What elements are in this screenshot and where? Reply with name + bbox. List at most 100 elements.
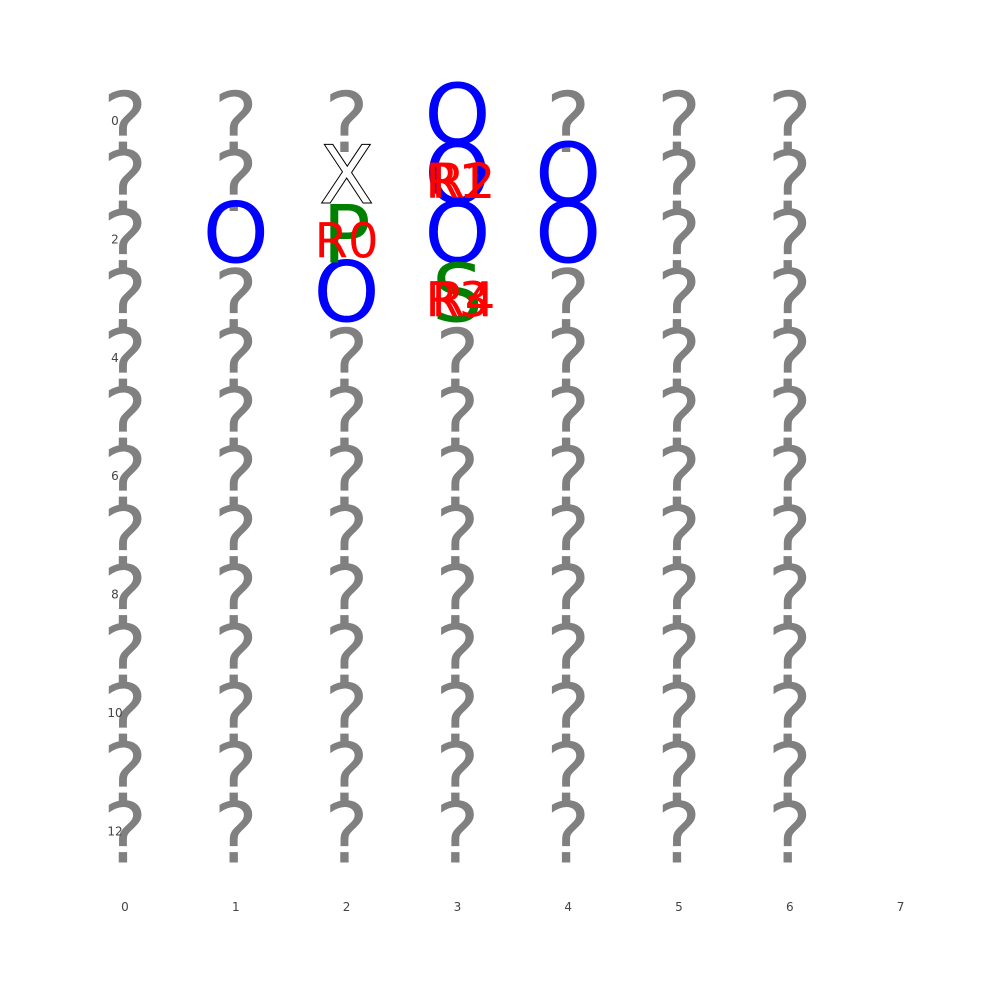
y-tick-label: 10 [107,706,122,720]
unknown-cell: ? [768,252,813,350]
unknown-cell: ? [657,133,702,231]
unknown-cell: ? [768,488,813,586]
unknown-cell: ? [324,74,369,172]
unknown-cell: ? [768,192,813,290]
unknown-cell: ? [657,74,702,172]
unknown-cell: ? [768,666,813,764]
unknown-cell: ? [657,607,702,705]
unknown-cell: ? [657,488,702,586]
unknown-cell: ? [768,133,813,231]
x-tick-label: 7 [897,900,905,914]
x-tick-label: 3 [454,900,462,914]
unknown-cell: ? [435,311,480,409]
unknown-cell: ? [324,607,369,705]
x-tick-label: 0 [121,900,129,914]
x-tick-label: 2 [343,900,351,914]
unknown-cell: ? [103,429,148,527]
y-tick-label: 8 [111,588,119,602]
unknown-cell: ? [435,784,480,882]
unknown-cell: ? [435,725,480,823]
unknown-cell: ? [657,429,702,527]
robot-r1: R1 [425,154,489,210]
y-tick-label: 0 [111,114,119,128]
unknown-cell: ? [324,370,369,468]
unknown-cell: ? [103,192,148,290]
unknown-cell: ? [546,429,591,527]
unknown-cell: ? [435,548,480,646]
unknown-cell: ? [435,370,480,468]
unknown-cell: ? [768,607,813,705]
unknown-cell: ? [103,666,148,764]
unknown-cell: ? [214,784,259,882]
robot-r4: R4 [431,273,495,329]
obstacle-cell: O [424,184,490,282]
robot-r2: R2 [431,154,495,210]
robot-r0: R0 [315,213,379,269]
unknown-cell: ? [214,488,259,586]
unknown-cell: ? [103,133,148,231]
unknown-cell: ? [214,252,259,350]
unknown-cell: ? [768,548,813,646]
unknown-cell: ? [546,252,591,350]
y-axis-ticks: 0 2 4 6 8 10 12 [107,114,122,838]
unknown-cell: ? [103,311,148,409]
y-tick-label: 2 [111,232,119,246]
unknown-cell: ? [546,74,591,172]
y-tick-label: 4 [111,351,119,365]
y-tick-label: 12 [107,824,122,838]
unknown-cell: ? [546,488,591,586]
obstacle-cell: O [535,125,601,223]
marker-start: S [432,248,483,341]
unknown-cell: ? [214,370,259,468]
x-tick-label: 5 [675,900,683,914]
unknown-cell: ? [324,429,369,527]
unknown-cell: ? [103,74,148,172]
obstacle-cell: O [424,66,490,164]
y-tick-label: 6 [111,469,119,483]
unknown-cell: ? [214,607,259,705]
unknown-cell: ? [214,133,259,231]
robot-r3: R3 [425,273,489,329]
markers-layer: XPS [319,129,483,341]
unknown-cell: ? [214,311,259,409]
unknown-cell: ? [324,548,369,646]
unknown-cell: ? [324,488,369,586]
unknown-cell: ? [657,725,702,823]
unknown-cell: ? [103,370,148,468]
unknown-cell: ? [103,488,148,586]
x-tick-label: 4 [564,900,572,914]
unknown-cell: ? [657,548,702,646]
unknown-cell: ? [546,784,591,882]
unknown-cell: ? [768,429,813,527]
unknown-cell: ? [435,429,480,527]
unknown-cell: ? [324,666,369,764]
unknown-cell: ? [103,607,148,705]
obstacle-cell: O [535,184,601,282]
unknown-cell: ? [103,784,148,882]
unknown-cell: ? [768,784,813,882]
unknown-cell: ? [546,548,591,646]
unknown-cell: ? [657,192,702,290]
unknown-cell: ? [657,311,702,409]
unknown-cell: ? [546,666,591,764]
unknown-cell: ? [768,311,813,409]
unknown-cell: ? [657,666,702,764]
unknown-cell: ? [768,370,813,468]
marker-target: X [319,129,374,222]
unknown-cell: ? [103,725,148,823]
unknown-cell: ? [546,311,591,409]
obstacle-cell: O [314,244,380,342]
unknown-cell: ? [435,666,480,764]
marker-player: P [322,188,370,281]
unknown-cell: ? [657,784,702,882]
unknown-cell: ? [324,725,369,823]
unknown-cell: ? [103,548,148,646]
unknown-cell: ? [657,370,702,468]
unknown-cell: ? [214,548,259,646]
unknown-cell: ? [324,311,369,409]
